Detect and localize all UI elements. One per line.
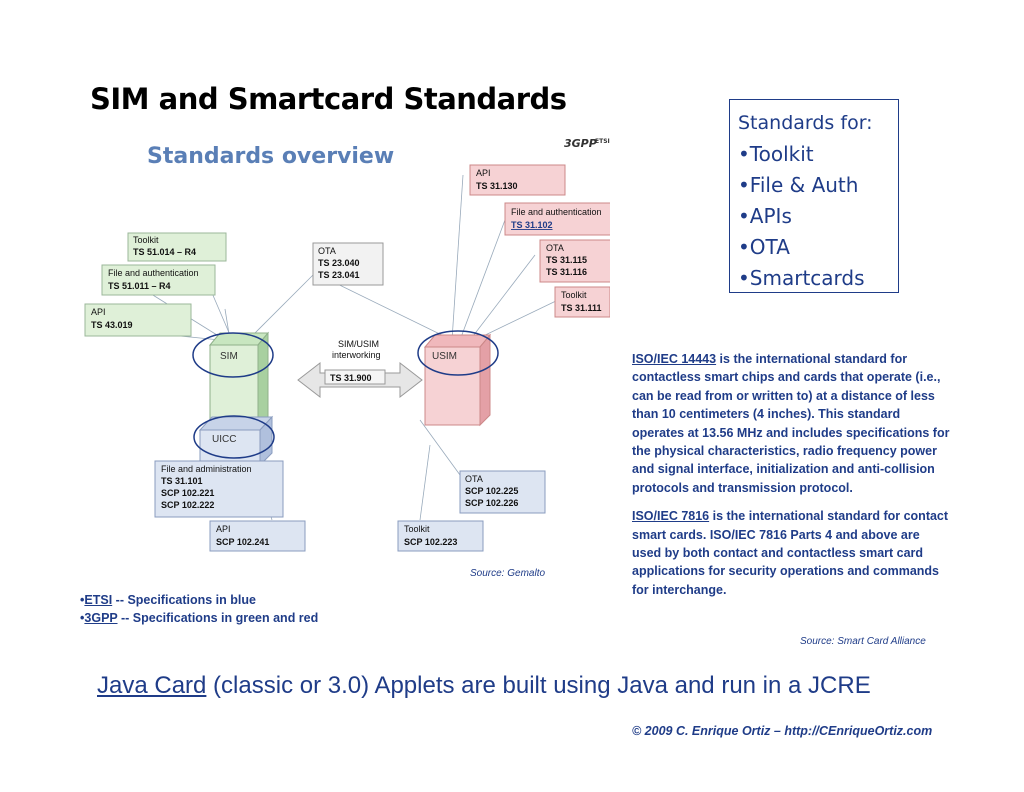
svg-text:OTA: OTA: [318, 246, 336, 256]
green-file-box: File and authentication TS 51.011 – R4: [101, 264, 216, 296]
uicc-highlight-circle: [193, 415, 275, 459]
legend-etsi-text: -- Specifications in blue: [112, 593, 256, 607]
svg-text:USIM: USIM: [432, 351, 457, 362]
svg-text:TS 51.011 – R4: TS 51.011 – R4: [108, 281, 171, 291]
blue-ota-box: OTA SCP 102.225 SCP 102.226: [459, 470, 546, 514]
usim-card: USIM: [423, 333, 492, 427]
svg-text:File and authentication: File and authentication: [511, 207, 602, 217]
svg-text:TS 31.115: TS 31.115: [546, 255, 587, 265]
svg-text:TS 31.111: TS 31.111: [561, 303, 602, 313]
svg-text:SCP 102.226: SCP 102.226: [465, 498, 518, 508]
iso-14443-paragraph: ISO/IEC 14443 is the international stand…: [632, 350, 952, 497]
blue-file-box: File and administration TS 31.101 SCP 10…: [154, 460, 284, 518]
iso-description: ISO/IEC 14443 is the international stand…: [632, 350, 952, 609]
svg-text:OTA: OTA: [546, 243, 564, 253]
svg-text:TS 31.130: TS 31.130: [476, 181, 518, 191]
red-ota-box: OTA TS 31.115 TS 31.116: [539, 239, 610, 283]
legend-3gpp: •3GPP -- Specifications in green and red: [80, 611, 319, 625]
blue-toolkit-box: Toolkit SCP 102.223: [397, 520, 484, 552]
svg-text:API: API: [476, 168, 491, 178]
etsi-logo-icon: ETSI: [595, 138, 610, 145]
red-file-box: File and authentication TS 31.102: [504, 202, 610, 236]
standards-overview-diagram: Standards overview 3GPP ETSI Toolkit TS …: [84, 137, 610, 552]
iso-source: Source: Smart Card Alliance: [800, 636, 926, 647]
standards-heading: Standards for:: [738, 112, 873, 134]
ota-mid-box: OTA TS 23.040 TS 23.041: [312, 242, 384, 286]
svg-text:Toolkit: Toolkit: [404, 524, 430, 534]
sim-highlight-circle: [192, 332, 274, 378]
svg-text:TS 23.041: TS 23.041: [318, 270, 360, 280]
svg-text:File and authentication: File and authentication: [108, 268, 199, 278]
java-card-link[interactable]: Java Card: [97, 672, 207, 699]
iso-7816-link[interactable]: ISO/IEC 7816: [632, 509, 710, 524]
diagram-title: Standards overview: [147, 144, 394, 169]
svg-text:Toolkit: Toolkit: [561, 290, 587, 300]
red-toolkit-box: Toolkit TS 31.111: [554, 286, 610, 318]
copyright: © 2009 C. Enrique Ortiz – http://CEnriqu…: [632, 724, 933, 738]
svg-text:TS 43.019: TS 43.019: [91, 320, 133, 330]
svg-text:SIM/USIM: SIM/USIM: [338, 339, 379, 349]
svg-text:SCP 102.222: SCP 102.222: [161, 500, 214, 510]
blue-api-box: API SCP 102.241: [209, 520, 306, 552]
standards-item-toolkit: •Toolkit: [738, 142, 814, 166]
svg-text:SCP 102.221: SCP 102.221: [161, 488, 214, 498]
3gpp-link[interactable]: 3GPP: [84, 611, 118, 625]
iso-14443-text: is the international standard for contac…: [632, 352, 950, 495]
svg-text:TS 31.101: TS 31.101: [161, 476, 203, 486]
svg-text:TS 31.116: TS 31.116: [546, 267, 587, 277]
green-api-box: API TS 43.019: [84, 303, 192, 337]
iso-7816-text: is the international standard for contac…: [632, 509, 949, 597]
iso-7816-paragraph: ISO/IEC 7816 is the international standa…: [632, 507, 952, 599]
svg-text:SCP 102.241: SCP 102.241: [216, 537, 269, 547]
interworking-arrow: SIM/USIM interworking TS 31.900: [297, 339, 423, 399]
standards-item-ota: •OTA: [738, 235, 790, 259]
svg-text:API: API: [91, 307, 106, 317]
svg-text:TS 31.102: TS 31.102: [511, 220, 553, 230]
svg-text:3GPP: 3GPP: [564, 137, 597, 150]
diagram-source: Source: Gemalto: [470, 568, 546, 579]
svg-text:interworking: interworking: [332, 350, 381, 360]
svg-text:ETSI: ETSI: [595, 138, 610, 145]
iso-14443-link[interactable]: ISO/IEC 14443: [632, 352, 717, 366]
green-toolkit-box: Toolkit TS 51.014 – R4: [127, 232, 227, 262]
standards-item-smartcards: •Smartcards: [738, 266, 865, 290]
usim-highlight-circle: [417, 330, 499, 376]
svg-text:TS 31.900: TS 31.900: [330, 373, 372, 383]
svg-text:SCP 102.223: SCP 102.223: [404, 537, 457, 547]
svg-text:OTA: OTA: [465, 474, 483, 484]
etsi-link[interactable]: ETSI: [84, 593, 113, 607]
svg-text:API: API: [216, 524, 231, 534]
svg-text:File and administration: File and administration: [161, 464, 252, 474]
svg-text:UICC: UICC: [212, 434, 236, 445]
slide-title: SIM and Smartcard Standards: [90, 82, 567, 116]
svg-text:SIM: SIM: [220, 351, 238, 362]
legend-etsi: •ETSI -- Specifications in blue: [80, 593, 256, 607]
svg-text:Toolkit: Toolkit: [133, 235, 159, 245]
java-card-statement: Java Card (classic or 3.0) Applets are b…: [97, 672, 871, 700]
spec-legend: •ETSI -- Specifications in blue •3GPP --…: [80, 591, 318, 627]
standards-item-file-auth: •File & Auth: [738, 173, 859, 197]
standards-box: Standards for: •Toolkit •File & Auth •AP…: [729, 99, 899, 293]
red-api-box: API TS 31.130: [469, 164, 566, 196]
svg-text:SCP 102.225: SCP 102.225: [465, 486, 518, 496]
java-card-text: (classic or 3.0) Applets are built using…: [206, 672, 871, 699]
standards-item-apis: •APIs: [738, 204, 792, 228]
svg-text:TS 51.014 – R4: TS 51.014 – R4: [133, 247, 196, 257]
svg-text:TS 23.040: TS 23.040: [318, 258, 360, 268]
legend-3gpp-text: -- Specifications in green and red: [117, 611, 319, 625]
3gpp-logo-icon: 3GPP: [564, 137, 597, 150]
